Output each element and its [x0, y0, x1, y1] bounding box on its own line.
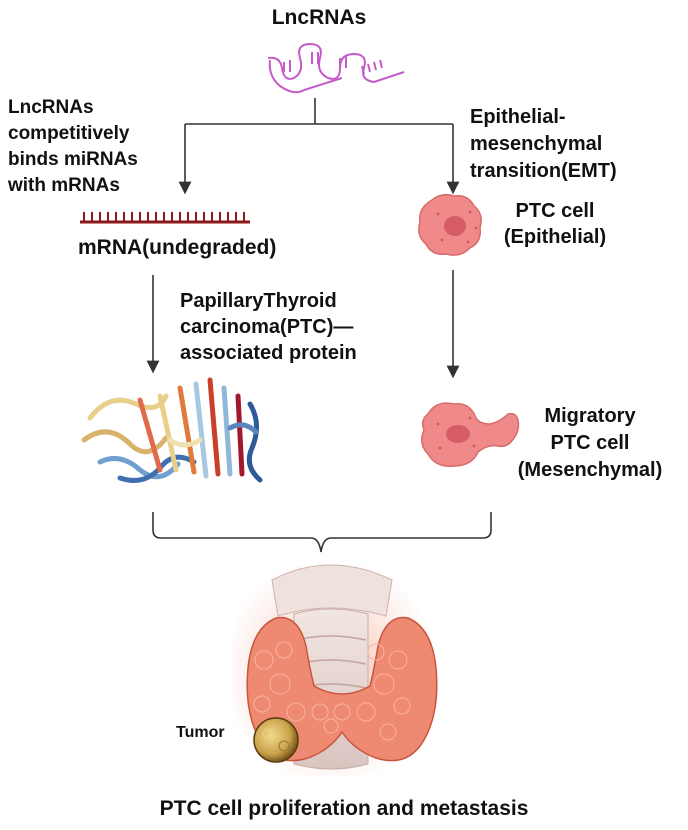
- mesenchymal-cell-icon: [421, 402, 520, 467]
- epithelial-cell-label: PTC cell (Epithelial): [490, 198, 620, 250]
- emt-label: Epithelial- mesenchymal transition(EMT): [470, 104, 617, 185]
- diagram-title: LncRNAs: [271, 6, 367, 29]
- migratory-cell-label: Migratory PTC cell (Mesenchymal): [500, 403, 680, 484]
- migratory-label-line: Migratory: [544, 405, 636, 427]
- migratory-label-line: PTC cell: [550, 432, 630, 454]
- protein-label-line: PapillaryThyroid: [180, 290, 337, 312]
- lncrna-mechanism-caption: LncRNAs competitively binds miRNAs with …: [8, 95, 138, 199]
- protein-label-line: associated protein: [180, 342, 357, 364]
- tumor-label: Tumor: [176, 724, 225, 741]
- emt-label-line: transition(EMT): [470, 160, 617, 182]
- emt-label-line: mesenchymal: [470, 133, 603, 155]
- outcome-label: PTC cell proliferation and metastasis: [159, 797, 529, 820]
- caption-line: competitively: [8, 123, 130, 144]
- lncrna-hairpin-icon: [267, 42, 405, 94]
- caption-line: with mRNAs: [8, 175, 120, 196]
- mrna-label: mRNA(undegraded): [78, 236, 277, 259]
- merge-brace: [152, 512, 492, 553]
- branch-arrows: [146, 98, 460, 379]
- emt-label-line: Epithelial-: [470, 106, 566, 128]
- caption-line: LncRNAs: [8, 97, 94, 118]
- protein-ribbon-icon: [81, 377, 263, 483]
- tumor-nodule-icon: [253, 717, 299, 763]
- mrna-strand-icon: [80, 212, 250, 224]
- epithelial-label-line: PTC cell: [515, 200, 595, 222]
- epithelial-cell-icon: [418, 193, 482, 256]
- protein-label-line: carcinoma(PTC)—: [180, 316, 354, 338]
- caption-line: binds miRNAs: [8, 149, 138, 170]
- epithelial-label-line: (Epithelial): [503, 226, 607, 248]
- ptc-protein-label: PapillaryThyroid carcinoma(PTC)— associa…: [180, 288, 357, 366]
- migratory-label-line: (Mesenchymal): [517, 459, 663, 481]
